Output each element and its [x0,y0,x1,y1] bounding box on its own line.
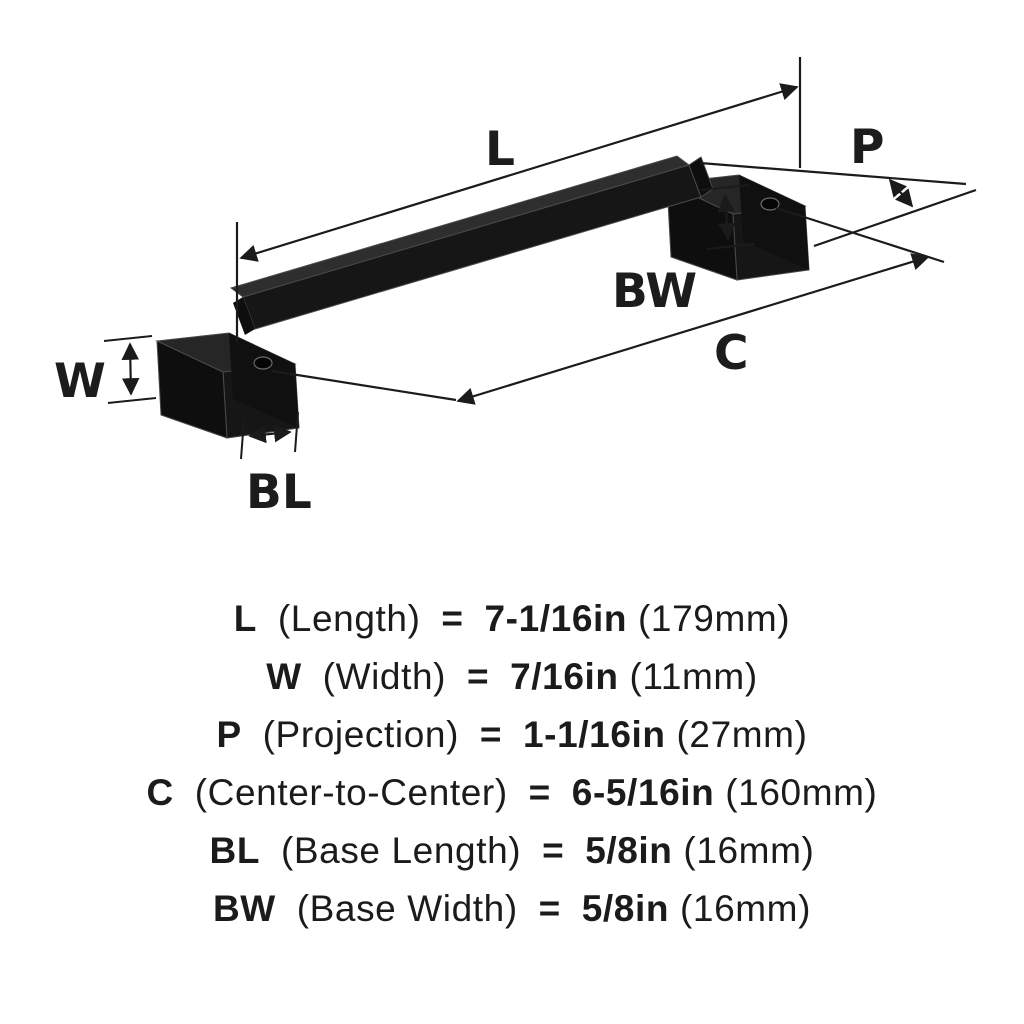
spec-value: 7-1/16in [484,598,628,639]
left-foot [155,332,300,439]
spec-metric: (16mm) [683,830,815,871]
spec-equals: = [528,772,551,813]
spec-legend: L (Length) = 7-1/16in (179mm) W (Width) … [0,590,1024,938]
spec-name: (Length) [277,598,421,639]
tick-w-bottom [107,397,157,404]
dim-arrow-projection [888,178,914,208]
tick-bw-top [700,184,750,191]
dim-line-length [239,83,799,262]
spec-abbr: P [216,714,242,755]
spec-equals: = [542,830,565,871]
spec-equals: = [441,598,464,639]
spec-abbr: W [266,656,302,697]
dim-arrow-base-length [248,424,292,444]
ext-line-projection-top [699,161,967,186]
tick-w-top [103,335,153,342]
spec-row-base-length: BL (Base Length) = 5/8in (16mm) [0,822,1024,880]
dim-line-center-to-center [456,253,930,405]
handle-dimension-drawing: L P BW C W BL [54,57,977,520]
spec-equals: = [466,656,490,697]
dimension-labels: L P BW C W BL [54,120,884,520]
spec-name: (Center-to-Center) [194,772,508,813]
label-projection: P [850,120,884,175]
spec-row-length: L (Length) = 7-1/16in (179mm) [0,590,1024,648]
dimension-lines [103,57,977,460]
ext-line-center-left [271,369,457,402]
spec-abbr: C [146,772,174,813]
spec-abbr: BW [212,888,276,929]
dimension-diagram: L P BW C W BL [54,57,977,520]
screw-hole-left [253,356,273,370]
spec-name: (Width) [322,656,447,697]
spec-name: (Base Width) [296,888,518,929]
spec-row-projection: P (Projection) = 1-1/16in (27mm) [0,706,1024,764]
dim-arrow-base-width [717,194,736,241]
label-center-to-center: C [714,326,749,381]
spec-metric: (179mm) [637,598,791,639]
label-length: L [485,122,515,177]
spec-metric: (160mm) [725,772,878,813]
spec-value: 1-1/16in [523,714,666,755]
tick-bw-bottom [706,243,756,250]
label-base-length: BL [246,465,312,520]
cabinet-pull-handle [155,155,810,439]
spec-row-width: W (Width) = 7/16in (11mm) [0,648,1024,706]
spec-name: (Projection) [262,714,459,755]
spec-value: 7/16in [510,656,619,697]
ext-line-center-right [775,206,945,264]
spec-value: 6-5/16in [571,772,715,813]
spec-metric: (16mm) [679,888,812,929]
spec-equals: = [538,888,561,929]
spec-abbr: BL [209,830,261,871]
spec-abbr: L [233,598,257,639]
spec-row-base-width: BW (Base Width) = 5/8in (16mm) [0,880,1024,938]
label-width: W [54,354,106,409]
tick-bl-right [294,411,299,453]
spec-equals: = [479,714,503,755]
spec-metric: (11mm) [629,656,758,697]
dim-arrow-width [121,342,140,396]
ext-line-projection-bottom [813,188,977,248]
spec-name: (Base Length) [280,830,522,871]
spec-row-center-to-center: C (Center-to-Center) = 6-5/16in (160mm) [0,764,1024,822]
tick-bl-left [240,418,245,460]
spec-value: 5/8in [581,888,670,929]
spec-metric: (27mm) [676,714,808,755]
spec-value: 5/8in [585,830,673,871]
label-base-width: BW [612,264,697,319]
